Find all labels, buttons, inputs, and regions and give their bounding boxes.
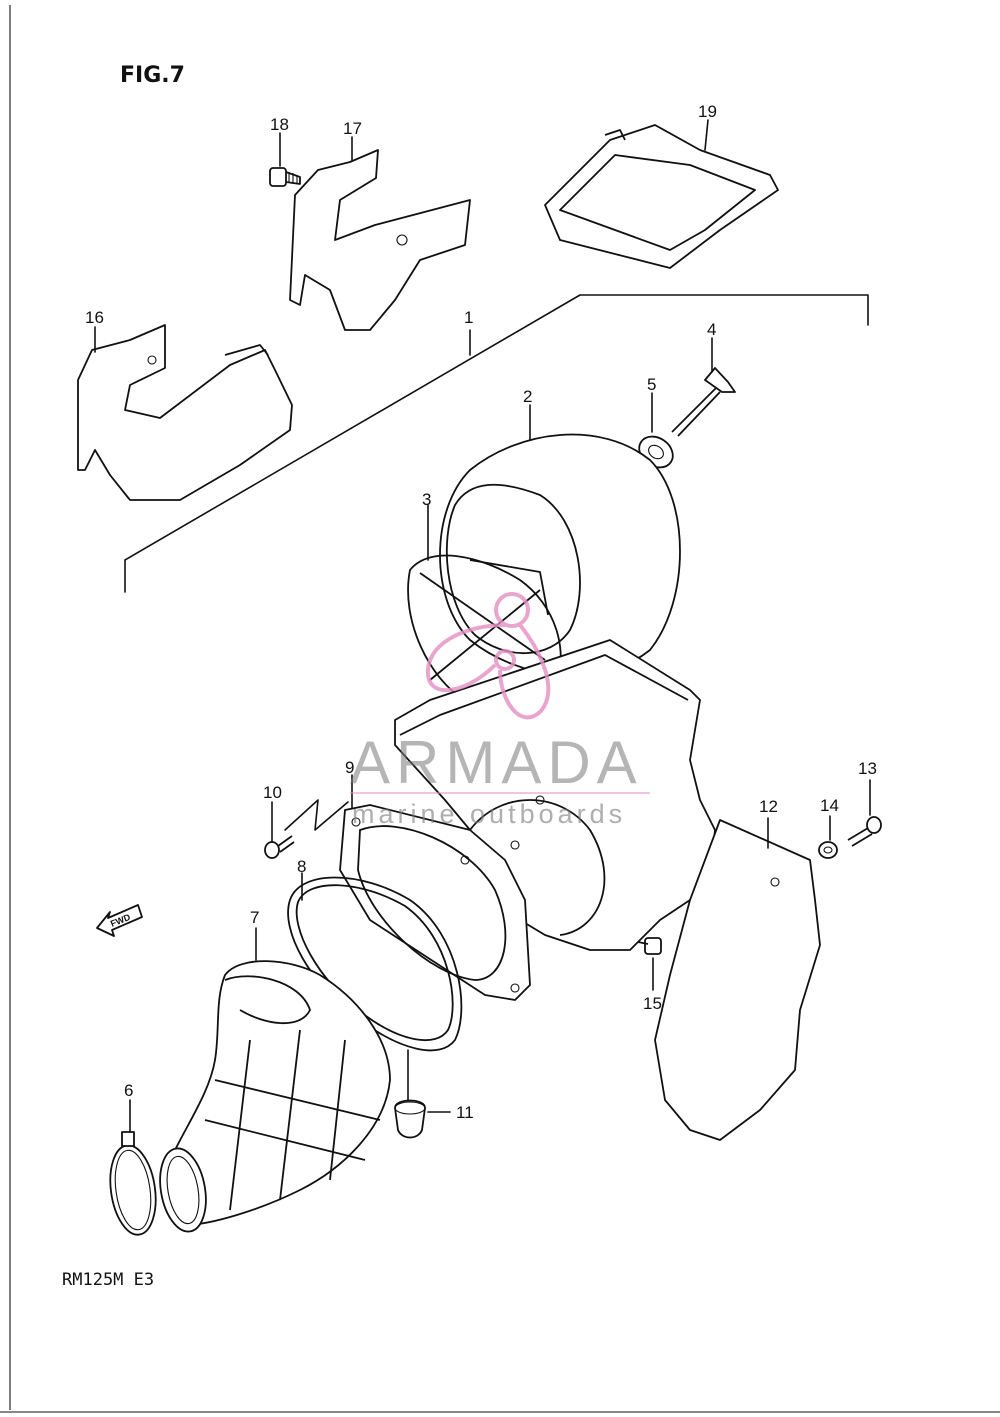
part-13-bolt (847, 816, 882, 847)
callout-7: 7 (250, 908, 259, 927)
figure-title: FIG.7 (120, 63, 185, 88)
callout-15: 15 (643, 994, 662, 1013)
part-12-side-duct (654, 819, 821, 1141)
callout-labels: 1 2 3 4 5 6 7 8 9 10 11 12 13 14 15 16 1… (85, 102, 877, 1122)
part-19-tray (544, 124, 779, 269)
part-11-drain-cap (394, 1099, 426, 1139)
part-7-intake-boot (159, 960, 391, 1233)
model-code: RM125M E3 (62, 1270, 154, 1290)
watermark-tagline: marine outboards (352, 799, 626, 829)
part-2-filter-element (439, 433, 681, 677)
part-14-grommet (818, 841, 838, 859)
part-17-cover (289, 149, 471, 331)
watermark-petal-top (494, 592, 530, 628)
callout-11: 11 (456, 1103, 474, 1122)
callout-14: 14 (820, 796, 839, 815)
part-6-clamp (109, 1131, 157, 1236)
watermark-hub (494, 649, 516, 671)
callout-16: 16 (85, 308, 104, 327)
part-16-cover (77, 324, 293, 501)
watermark-brand: ARMADA (350, 729, 643, 796)
callout-8: 8 (297, 857, 306, 876)
watermark-petal-right (498, 623, 551, 720)
callout-5: 5 (647, 375, 656, 394)
callout-10: 10 (263, 783, 282, 802)
callout-2: 2 (523, 387, 532, 406)
part-9-flange (339, 804, 531, 1001)
callout-3: 3 (422, 490, 431, 509)
callout-17: 17 (343, 119, 362, 138)
leader-19 (704, 119, 709, 151)
part-4-wing-bolt (671, 367, 736, 437)
callout-1: 1 (464, 308, 473, 327)
part-15-bolt (637, 937, 662, 955)
leader-10-link (284, 799, 349, 831)
callout-12: 12 (759, 797, 778, 816)
callout-4: 4 (707, 320, 716, 339)
callout-6: 6 (124, 1081, 133, 1100)
fwd-arrow-icon: FWD (96, 904, 143, 937)
callout-9: 9 (345, 758, 354, 777)
callout-19: 19 (698, 102, 717, 121)
part-18-screw (269, 167, 301, 187)
watermark-logo (425, 592, 551, 720)
part-3-filter-cage (407, 554, 562, 715)
watermark-petal-left (425, 623, 506, 693)
assembly-bracket (124, 294, 869, 593)
callout-13: 13 (858, 759, 877, 778)
callout-18: 18 (270, 115, 289, 134)
